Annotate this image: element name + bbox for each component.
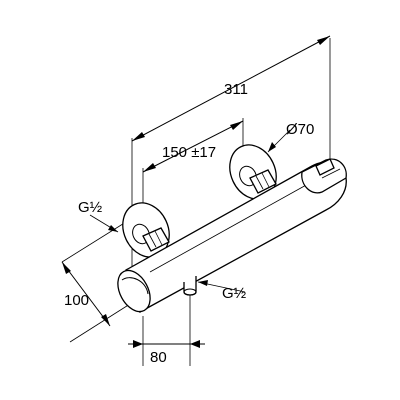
diameter-label: Ø70 <box>286 121 314 138</box>
center-distance-label: 150 ±17 <box>162 144 216 161</box>
dim-line-center <box>142 120 244 173</box>
inlet-thread-label: G½ <box>78 199 103 216</box>
front-connector-nut <box>142 227 170 252</box>
temperature-handle <box>301 158 347 194</box>
leader-lines <box>89 129 291 293</box>
outlet-spigot <box>183 276 197 296</box>
depth-label: 100 <box>64 292 89 309</box>
overall-length-label: 311 <box>224 81 248 98</box>
flow-handle-cap <box>117 269 151 313</box>
thermostat-assembly <box>117 144 347 313</box>
dim-line-outlet-offset <box>128 340 205 348</box>
dim-line-overall <box>131 35 331 142</box>
rear-connector-nut <box>249 169 277 194</box>
dim-line-depth <box>61 261 111 327</box>
outlet-thread-label: G½ <box>222 285 247 302</box>
outlet-offset-label: 80 <box>150 349 167 366</box>
